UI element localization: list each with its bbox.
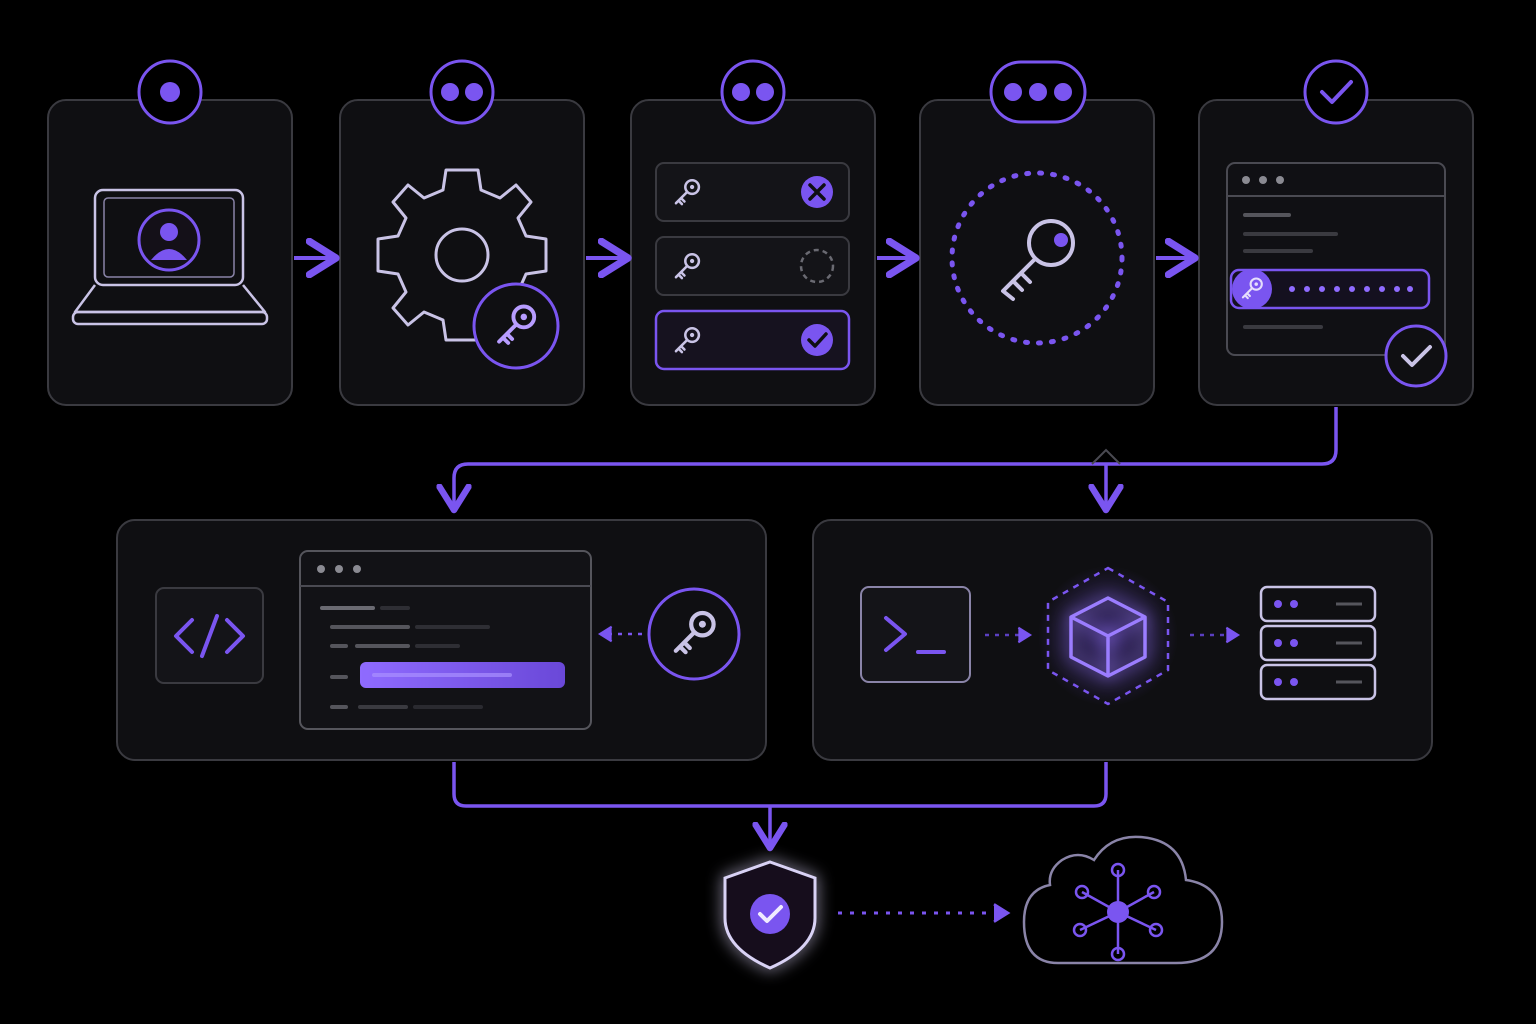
two-dot-badge [720, 59, 786, 125]
one-dot-badge [137, 59, 203, 125]
browser-key-field-icon [1226, 162, 1448, 388]
merge-connector [452, 762, 1108, 848]
branch-card-cli-deploy [812, 519, 1433, 761]
key-row-rejected[interactable] [655, 162, 850, 222]
branch-card-code-integration [116, 519, 767, 761]
shield-check-icon [723, 860, 817, 970]
selected-check-icon [801, 324, 833, 356]
branch-connector [454, 407, 1338, 510]
key-input-field[interactable] [1229, 268, 1431, 310]
cloud-network-icon [1022, 835, 1224, 965]
check-badge [1303, 59, 1369, 125]
key-icon [647, 587, 741, 681]
key-icon [949, 170, 1125, 346]
rejected-icon [801, 176, 833, 208]
gear-key-icon [376, 168, 560, 370]
verified-check-icon [1384, 324, 1448, 388]
code-editor-icon [299, 550, 592, 730]
three-dot-badge [989, 60, 1087, 124]
step-card-key-ring [919, 99, 1155, 406]
code-icon [155, 587, 264, 684]
server-stack-icon [1259, 585, 1377, 701]
two-dot-badge [429, 59, 495, 125]
cube-icon [1038, 566, 1178, 706]
key-list-icon [654, 162, 851, 371]
key-row-pending[interactable] [655, 236, 850, 296]
pending-icon [799, 248, 835, 284]
terminal-icon [860, 586, 971, 683]
key-row-selected[interactable] [654, 309, 851, 371]
laptop-user-icon [71, 188, 269, 326]
